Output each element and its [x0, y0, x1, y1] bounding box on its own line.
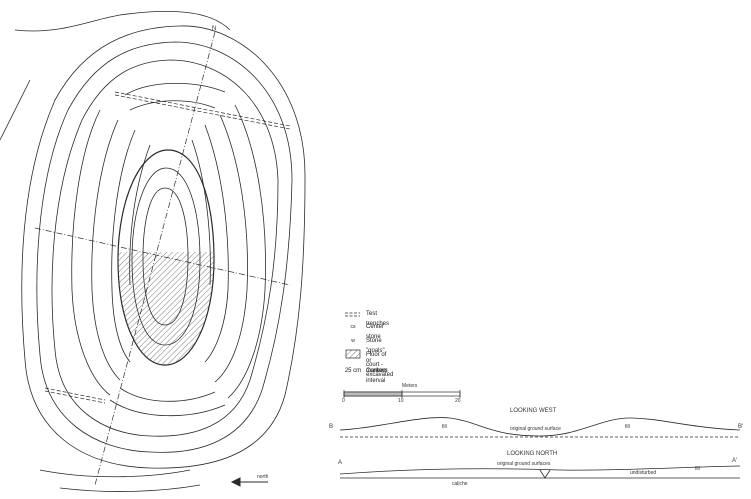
contour-3 — [51, 59, 279, 437]
scale-tick-10: 10 — [398, 398, 404, 404]
north-arrow-label: north — [257, 474, 269, 480]
hatched-box-symbol — [345, 349, 361, 359]
excavated-floor-hatch — [118, 252, 214, 365]
center-stone-symbol: cs — [350, 324, 356, 330]
section-west-profile — [339, 417, 741, 437]
left-mound-contour-2 — [91, 119, 121, 381]
section-west-fill-left: fill — [442, 424, 447, 430]
section-north-surface-label: original ground surfaces — [497, 461, 551, 467]
end-contour-bottom — [109, 399, 226, 417]
right-mound-contour-3 — [204, 124, 229, 363]
test-trench-top — [114, 91, 291, 127]
section-west-left-letter: B — [329, 424, 334, 430]
section-west-fill-right: fill — [625, 424, 630, 430]
contour-2 — [36, 41, 293, 453]
section-north-title: LOOKING NORTH — [507, 451, 558, 457]
section-north-right-letter: A' — [732, 458, 738, 464]
section-west-title: LOOKING WEST — [510, 408, 557, 414]
section-west-surface-label: original ground surface — [510, 426, 561, 432]
contour-1 — [21, 25, 306, 469]
north-arrow — [230, 477, 268, 487]
section-west-right-letter: B' — [738, 424, 744, 430]
right-mound-contour-2 — [214, 114, 248, 383]
section-north-fill-label: fill — [695, 466, 700, 472]
left-mound-contour-1 — [71, 109, 111, 396]
end-contour-bottom-2 — [119, 387, 216, 402]
scale-tick-20: 20 — [455, 398, 461, 404]
scale-bar — [343, 390, 461, 398]
section-north-caliche-label: caliche — [452, 481, 468, 487]
contour-outer-top — [14, 10, 231, 32]
test-trench-bottom — [44, 387, 106, 401]
section-north-surface — [339, 465, 741, 475]
cross-axis-line — [34, 227, 291, 286]
contour-outer-left — [0, 79, 31, 141]
end-contour-top — [124, 82, 226, 96]
contour-interval-value: 25 cm — [344, 368, 362, 374]
left-mound-contour-3 — [111, 129, 136, 363]
right-mound-contour-1 — [227, 104, 266, 399]
bottom-ground-line-1 — [39, 469, 191, 478]
bottom-ground-line-2 — [59, 484, 201, 492]
end-contour-top-2 — [129, 100, 216, 111]
scale-tick-0: 0 — [342, 398, 345, 404]
goal-marker-symbol: w — [351, 338, 355, 344]
section-north-undisturbed-label: undisturbed — [630, 470, 657, 476]
scale-unit-label: Meters — [402, 383, 418, 389]
section-north-left-letter: A — [338, 460, 343, 466]
north-label: N — [212, 26, 217, 32]
section-north-trench — [539, 469, 551, 479]
